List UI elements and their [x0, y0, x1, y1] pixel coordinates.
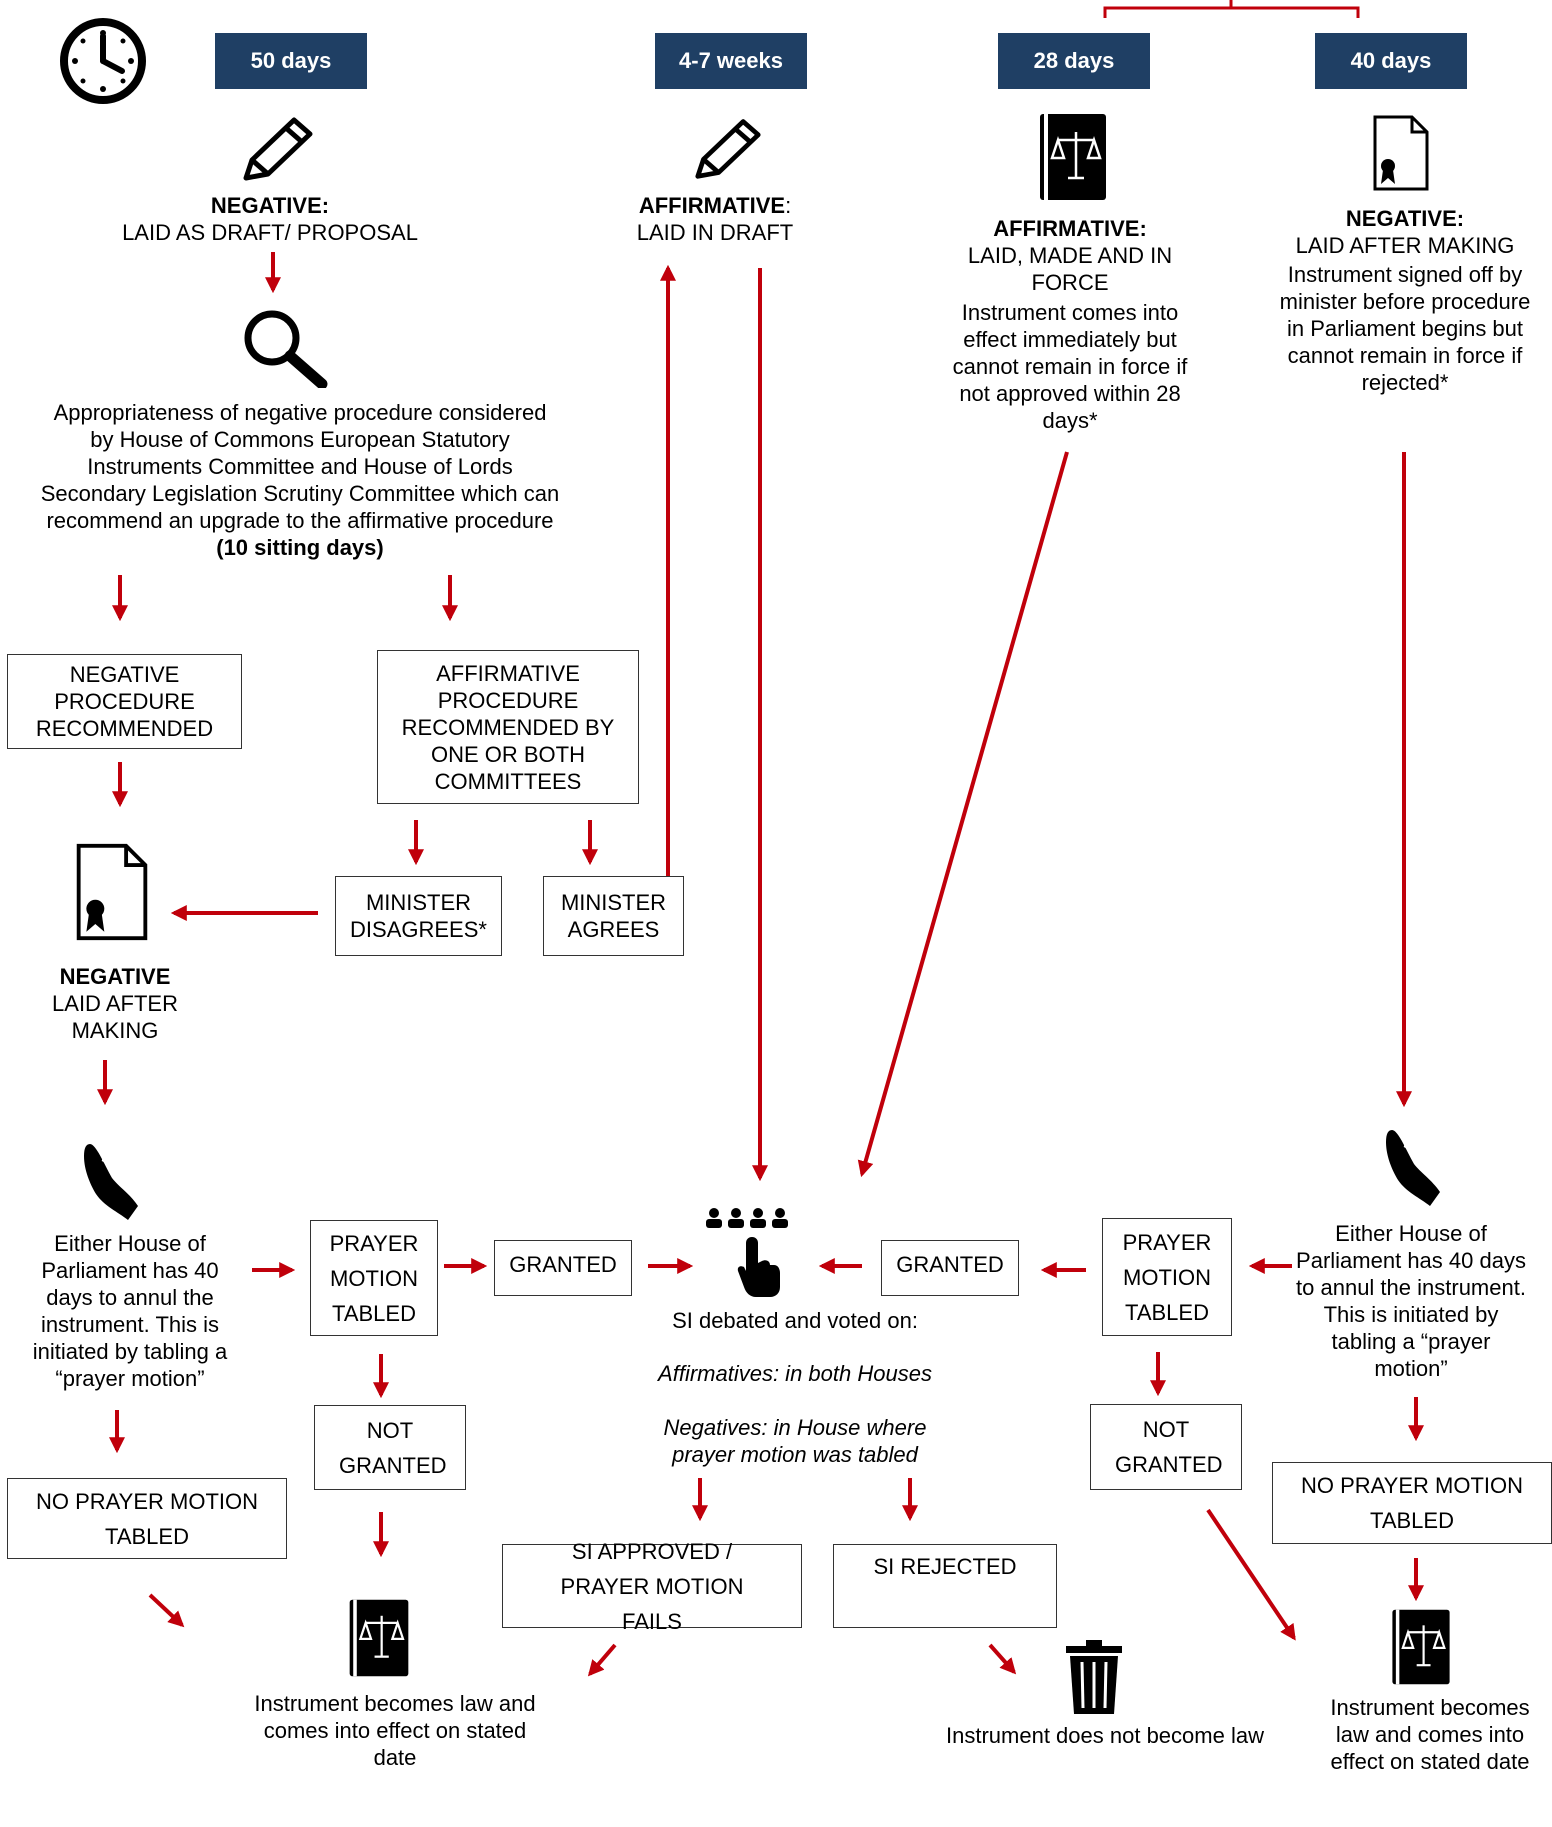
si-debated-text: SI debated and voted on: [672, 1308, 918, 1333]
si-approved-box: SI APPROVED / PRAYER MOTION FAILS [502, 1539, 802, 1634]
duration-badge-4-7-weeks: 4-7 weeks [655, 33, 807, 89]
si-rejected-box: SI REJECTED [833, 1544, 1057, 1628]
arrow [988, 1643, 1017, 1675]
negative-procedure-recommended-box: NEGATIVE PROCEDURE RECOMMENDED [7, 654, 242, 749]
affirmatives-note: Affirmatives: in both Houses [658, 1361, 932, 1386]
praying-hands-icon [84, 1144, 138, 1220]
scrutiny-description: Appropriateness of negative procedure co… [40, 399, 560, 561]
left-no-prayer-motion-box: NO PRAYER MOTION TABLED [7, 1478, 287, 1559]
box-label: SI APPROVED / PRAYER MOTION FAILS [560, 1538, 744, 1634]
box-label: MINISTER AGREES [560, 890, 667, 942]
left-prayer-motion-tabled-box: PRAYER MOTION TABLED [310, 1220, 438, 1336]
heading-colon: : [785, 193, 792, 218]
minister-disagrees-box: MINISTER DISAGREES* [335, 876, 502, 956]
left-granted-box: GRANTED [494, 1240, 632, 1296]
clock-icon [60, 18, 146, 104]
box-label: NOT GRANTED [339, 1417, 447, 1478]
negative-made-heading: NEGATIVE: [1345, 206, 1465, 231]
affirmative-procedure-recommended-box: AFFIRMATIVE PROCEDURE RECOMMENDED BY ONE… [377, 650, 639, 804]
outcome-law-right: Instrument becomes law and comes into ef… [1330, 1695, 1530, 1774]
affirmative-made-subheading: LAID, MADE AND IN FORCE [967, 243, 1173, 295]
arrow [148, 1593, 185, 1628]
affirmative-made-description: Instrument comes into effect immediately… [952, 300, 1188, 433]
right-no-prayer-motion-box: NO PRAYER MOTION TABLED [1272, 1462, 1552, 1544]
negative-draft-subheading: LAID AS DRAFT/ PROPOSAL [122, 220, 418, 245]
box-label: MINISTER DISAGREES* [350, 890, 487, 942]
sealed-document-icon [1373, 115, 1429, 191]
right-annul-description: Either House of Parliament has 40 days t… [1296, 1221, 1526, 1381]
left-annul-description: Either House of Parliament has 40 days t… [32, 1231, 228, 1391]
duration-badge-40-days: 40 days [1315, 33, 1467, 89]
magnifier-icon [244, 310, 328, 388]
arrow [1206, 1508, 1296, 1641]
negative-made-description: Instrument signed off by minister before… [1279, 262, 1531, 395]
box-label: GRANTED [896, 1252, 1004, 1277]
pencil-icon [243, 117, 313, 181]
negative-draft-heading: NEGATIVE: [210, 193, 330, 218]
law-book-icon [1392, 1609, 1450, 1685]
outcome-law-left: Instrument becomes law and comes into ef… [254, 1691, 536, 1770]
right-not-granted-box: NOT GRANTED [1090, 1404, 1242, 1490]
heading-text: AFFIRMATIVE [638, 193, 786, 218]
box-label: AFFIRMATIVE PROCEDURE RECOMMENDED BY ONE… [401, 660, 615, 794]
box-label: GRANTED [509, 1252, 617, 1277]
arrow [587, 1643, 617, 1677]
left-not-granted-box: NOT GRANTED [314, 1405, 466, 1490]
people-vote-icon [706, 1208, 788, 1297]
box-label: SI REJECTED [873, 1554, 1017, 1579]
box-label: PRAYER MOTION TABLED [329, 1230, 419, 1326]
box-label: NOT GRANTED [1115, 1417, 1223, 1477]
affirmative-made-heading: AFFIRMATIVE: [993, 216, 1147, 241]
negative-made-subheading: LAID AFTER MAKING [1295, 233, 1515, 258]
scrutiny-text: Appropriateness of negative procedure co… [40, 400, 560, 533]
duration-badge-50-days: 50 days [215, 33, 367, 89]
scrutiny-sitting-days: (10 sitting days) [216, 535, 384, 560]
praying-hands-icon [1386, 1130, 1440, 1206]
affirmative-draft-heading: AFFIRMATIVE: [610, 192, 820, 219]
pencil-icon [695, 119, 761, 179]
duration-badge-28-days: 28 days [998, 33, 1150, 89]
negatives-note: Negatives: in House where prayer motion … [663, 1415, 927, 1467]
trash-bin-icon [1066, 1640, 1122, 1714]
box-label: PRAYER MOTION TABLED [1122, 1229, 1212, 1325]
law-book-icon [1040, 114, 1106, 200]
outcome-not-law: Instrument does not become law [946, 1723, 1264, 1748]
negative-after-making-subheading: LAID AFTER MAKING [52, 991, 178, 1043]
arrow [857, 451, 1069, 1178]
box-label: NO PRAYER MOTION TABLED [1300, 1473, 1524, 1533]
minister-agrees-box: MINISTER AGREES [543, 876, 684, 956]
box-label: NO PRAYER MOTION TABLED [35, 1488, 259, 1549]
box-label: NEGATIVE PROCEDURE RECOMMENDED [35, 662, 214, 741]
sealed-document-icon [76, 843, 148, 941]
right-granted-box: GRANTED [881, 1240, 1019, 1296]
law-book-icon [349, 1599, 409, 1677]
negative-after-making-heading: NEGATIVE [59, 964, 171, 989]
affirmative-draft-subheading: LAID IN DRAFT [636, 220, 794, 245]
right-prayer-motion-tabled-box: PRAYER MOTION TABLED [1102, 1218, 1232, 1336]
